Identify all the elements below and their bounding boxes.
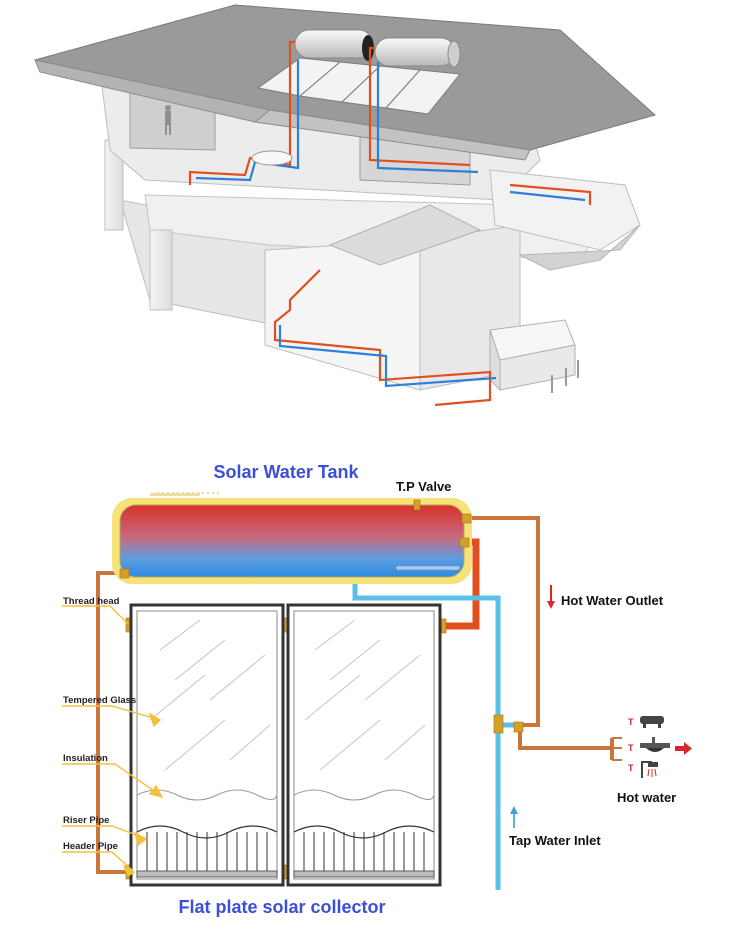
tap-water-pipe [352, 578, 501, 890]
hot-water-outlet-arrow [547, 585, 555, 609]
kitchen-stools [551, 360, 579, 393]
kitchen-island-front [499, 344, 576, 391]
tank-title-label: Solar Water Tank [213, 462, 359, 482]
svg-text:T: T [628, 763, 634, 773]
roof-water-tanks [294, 29, 461, 68]
label-leader-lines [62, 492, 220, 878]
hot-water-outlet-label: Hot Water Outlet [561, 593, 664, 608]
tp-valve-label: T.P Valve [396, 479, 451, 494]
person-figure [165, 105, 171, 135]
house-hot-pipes [188, 40, 592, 407]
sink-icon: T [628, 737, 670, 753]
house-roof-edge-front [253, 109, 531, 161]
solar-system-schematic: T T T Solar Water Tank T.P Valve Hot Wat [62, 462, 692, 917]
hot-water-label: Hot water [617, 790, 676, 805]
collector-title-label: Flat plate solar collector [178, 897, 385, 917]
house-right-balcony [489, 169, 641, 251]
house-column [149, 229, 173, 311]
insulation-label: Insulation [63, 753, 108, 764]
tap-water-inlet-label: Tap Water Inlet [509, 833, 601, 848]
thread-head-label: Thread head [63, 596, 120, 607]
tap-water-inlet-arrow [510, 806, 518, 828]
copper-return-pipe [96, 571, 128, 874]
house-inner-roof [328, 204, 482, 266]
hot-water-supply-pipe [518, 727, 612, 750]
collector-panel-1 [129, 603, 285, 887]
bathtub-icon: T [628, 716, 664, 728]
tank-heating-rod [395, 565, 461, 571]
house-illustration [34, 4, 657, 407]
house-right-balcony-underside [518, 224, 641, 271]
svg-text:T: T [628, 717, 634, 727]
tempered-glass-label: Tempered Glass [63, 695, 136, 706]
tank-highlight [150, 493, 200, 496]
fixtures-manifold [610, 737, 622, 761]
hot-water-outlet-pipe [468, 516, 540, 727]
hot-water-out-arrow [675, 742, 692, 755]
svg-text:T: T [628, 743, 634, 753]
collector-panel-2 [286, 603, 442, 887]
header-pipe-label: Header Pipe [63, 841, 118, 852]
bathtub [251, 150, 293, 166]
shower-icon: T [628, 761, 658, 778]
riser-pipe-label: Riser Pipe [63, 815, 109, 826]
roof-solar-collectors [256, 57, 461, 115]
house-bathroom [264, 239, 421, 391]
